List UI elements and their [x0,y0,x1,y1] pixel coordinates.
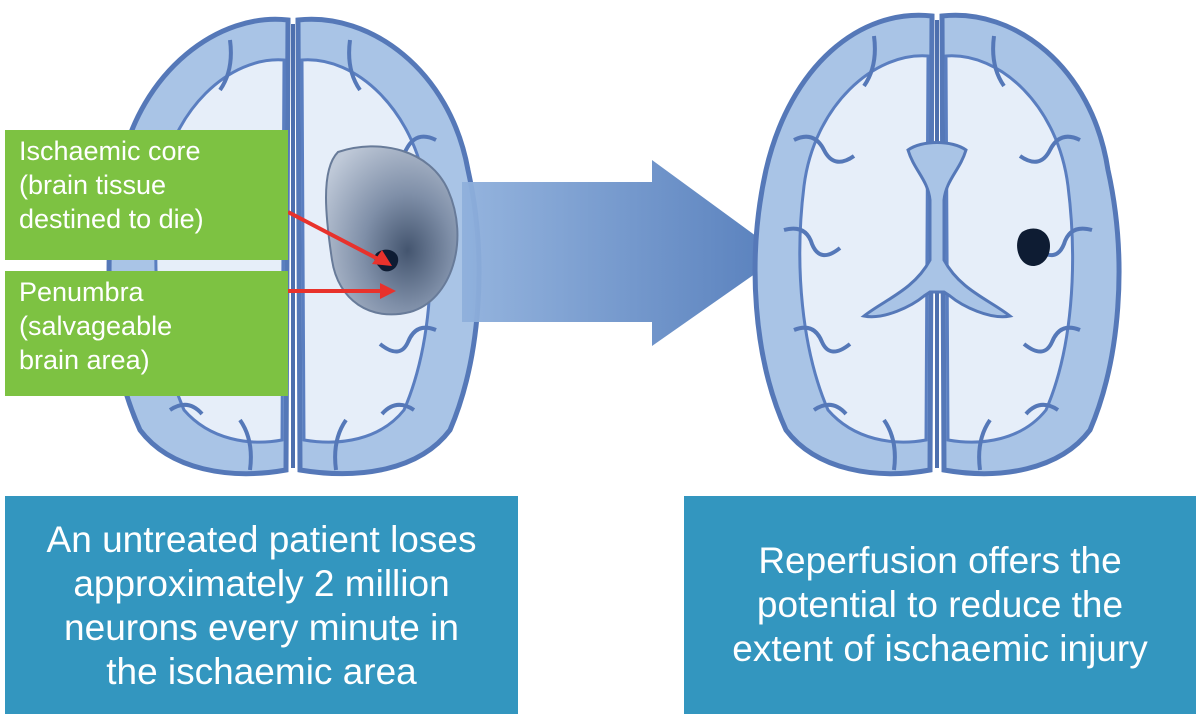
penumbra-callout: Penumbra (salvageable brain area) [5,271,288,396]
small-lesion-region [1017,228,1050,266]
penumbra-region [325,145,459,316]
penumbra-line-3: brain area) [19,345,150,375]
pointer-arrows [287,210,396,299]
core-pointer-arrow [287,210,381,262]
reperfusion-line-1: Reperfusion offers the [758,540,1122,581]
untreated-line-4: the ischaemic area [106,651,417,692]
ischaemic-core-callout: Ischaemic core (brain tissue destined to… [5,130,288,260]
ischaemic-core-line-3: destined to die) [19,204,204,234]
ventricles [860,141,1014,319]
untreated-line-3: neurons every minute in [64,607,459,648]
untreated-line-2: approximately 2 million [73,563,450,604]
untreated-patient-panel: An untreated patient loses approximately… [5,496,518,714]
right-brain-icon [752,12,1122,477]
ischaemic-core-line-1: Ischaemic core [19,136,201,166]
core-arrowhead-icon [372,250,392,266]
untreated-line-1: An untreated patient loses [46,519,477,560]
right-arrow-icon [462,160,782,346]
penumbra-line-1: Penumbra [19,277,144,307]
reperfusion-line-2: potential to reduce the [756,584,1124,625]
penumbra-arrowhead-icon [380,283,396,299]
penumbra-line-2: (salvageable [19,311,173,341]
reperfusion-line-3: extent of ischaemic injury [732,628,1148,669]
reperfusion-panel: Reperfusion offers the potential to redu… [684,496,1196,714]
ischaemic-core-line-2: (brain tissue [19,170,167,200]
